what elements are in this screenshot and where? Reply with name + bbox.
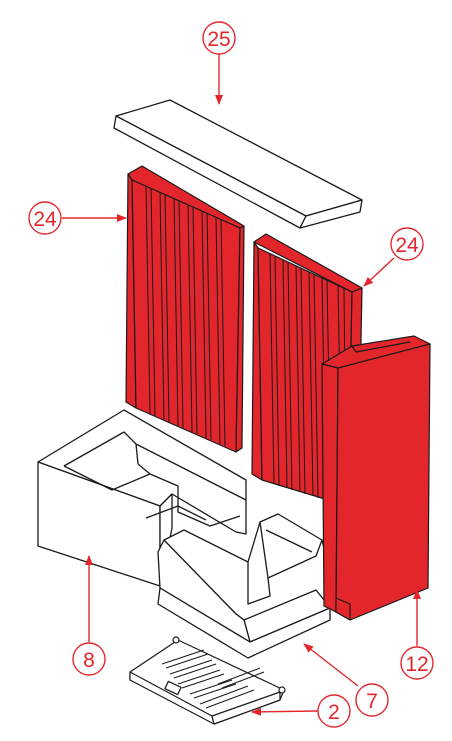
callout-2-label: 2 — [328, 701, 340, 724]
callout-24-left: 24 — [28, 201, 62, 235]
right-base-block — [157, 513, 337, 659]
left-rear-ribbed-panel — [125, 165, 245, 453]
callout-12: 12 — [400, 646, 434, 680]
callout-24-right-label: 24 — [395, 234, 419, 257]
callout-8: 8 — [72, 642, 106, 676]
leader-24-right — [363, 257, 395, 287]
grate-slots — [161, 649, 265, 709]
right-side-panel — [321, 335, 431, 621]
callout-24-left-label: 24 — [33, 208, 57, 231]
top-baffle-plate — [113, 99, 363, 229]
grate — [129, 636, 286, 725]
leader-lines — [62, 54, 421, 716]
callout-7: 7 — [355, 683, 389, 717]
callout-7-label: 7 — [366, 690, 378, 713]
left-base-block — [37, 409, 247, 587]
callout-25: 25 — [202, 21, 236, 55]
callout-8-label: 8 — [83, 649, 95, 672]
leader-7 — [303, 643, 359, 687]
callout-2: 2 — [317, 694, 351, 728]
left-panel-ribs — [145, 185, 226, 447]
callouts: 25 24 24 8 12 7 2 — [28, 21, 434, 728]
callout-24-right: 24 — [390, 227, 424, 261]
callout-12-label: 12 — [405, 653, 428, 676]
callout-25-label: 25 — [207, 28, 230, 51]
leader-2 — [251, 707, 319, 716]
